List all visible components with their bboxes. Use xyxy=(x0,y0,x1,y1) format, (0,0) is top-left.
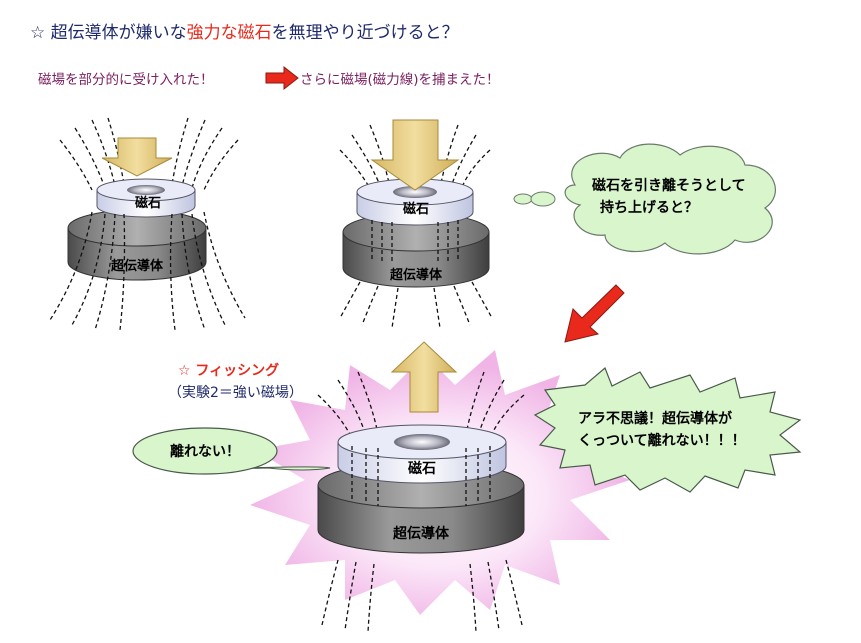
hanarenai-text: 離れない！ xyxy=(170,443,240,460)
thought-cloud xyxy=(513,143,776,255)
title-suffix: を無理やり近づけると？ xyxy=(271,23,459,43)
ara-line-2: くっついて離れない！！！ xyxy=(578,432,746,449)
red-diagonal-arrow xyxy=(564,284,625,343)
page-title: ☆ 超伝導体が嫌いな強力な磁石を無理やり近づけると？ xyxy=(30,18,459,43)
ara-line-1: アラ不思議！超伝導体が xyxy=(578,410,733,427)
left-field-lines xyxy=(59,117,239,191)
middle-assembly xyxy=(339,119,493,329)
thought-line-2: 持ち上げると？ xyxy=(600,199,698,216)
red-right-arrow xyxy=(265,65,299,91)
title-prefix: ☆ 超伝導体が嫌いな xyxy=(30,23,187,43)
middle-field-lines-through xyxy=(339,220,493,329)
bottom-assembly xyxy=(317,341,525,633)
left-assembly xyxy=(49,117,246,331)
title-highlight: 強力な磁石 xyxy=(186,23,272,43)
fishing-experiment: （実験2＝強い磁場） xyxy=(168,385,303,401)
fishing-title: ☆ フィッシング xyxy=(178,363,280,379)
bottom-superconductor-label: 超伝導体 xyxy=(392,525,450,542)
middle-magnet-label: 磁石 xyxy=(403,201,429,217)
left-field-lines-through xyxy=(49,211,246,331)
subtitle-right: さらに磁場(磁力線)を捕まえた！ xyxy=(300,72,500,88)
middle-superconductor-label: 超伝導体 xyxy=(390,267,443,283)
left-superconductor-label: 超伝導体 xyxy=(111,258,164,274)
bottom-up-arrow xyxy=(390,341,458,413)
thought-line-1: 磁石を引き離そうとして xyxy=(592,177,746,194)
ara-bubble xyxy=(533,366,802,493)
subtitle-left: 磁場を部分的に受け入れた！ xyxy=(38,72,214,88)
middle-down-arrow xyxy=(370,119,460,191)
hanarenai-bubble xyxy=(132,427,331,475)
left-down-arrow xyxy=(101,137,173,177)
bottom-field-lines-through xyxy=(321,446,523,633)
left-magnet-label: 磁石 xyxy=(135,195,161,211)
bottom-magnet-label: 磁石 xyxy=(408,460,436,477)
